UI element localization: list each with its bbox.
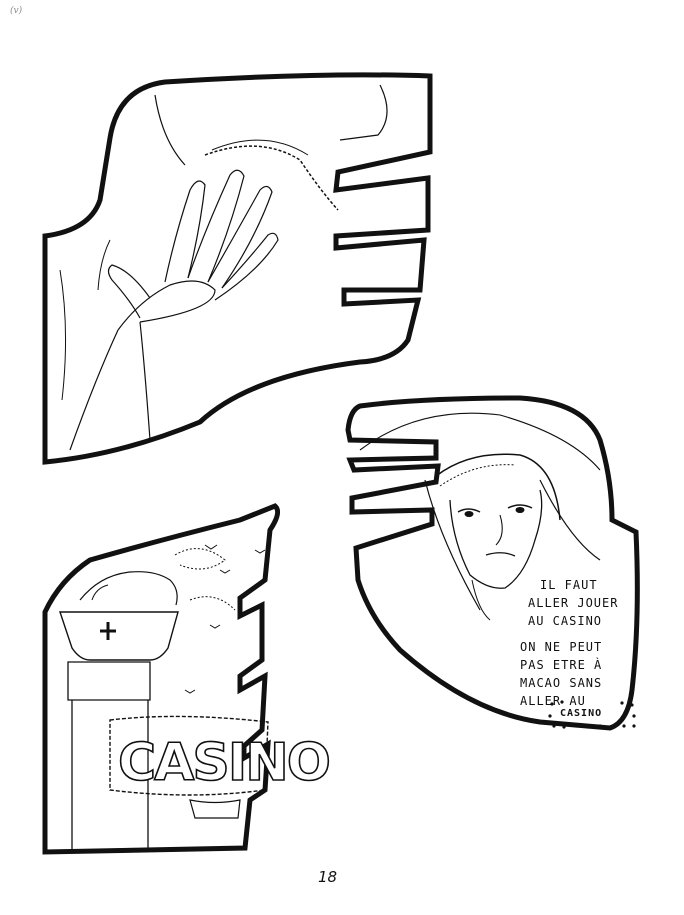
caption-line-3: AU CASINO: [528, 614, 603, 628]
caption-line-4: ON NE PEUT: [520, 640, 603, 654]
panel-top-frame: [42, 72, 433, 465]
casino-sign-text: CASINO: [118, 733, 329, 793]
page-number: 18: [318, 868, 338, 886]
corner-mark: (v): [10, 6, 23, 16]
caption-line-5: PAS ETRE À: [520, 658, 603, 672]
caption-casino-banner: CASINO: [560, 708, 603, 719]
panel-top-hand: [42, 72, 433, 465]
caption-line-2: ALLER JOUER: [528, 596, 619, 610]
caption-line-7: ALLER AU: [520, 694, 586, 708]
banner-dots: [548, 700, 636, 729]
caption-line-6: MACAO SANS: [520, 676, 603, 690]
panel-right-face: [345, 395, 640, 731]
panel-right-frame: [345, 395, 640, 731]
panel-bottom-left-casino: [42, 503, 281, 855]
caption-line-1: IL FAUT: [540, 578, 598, 592]
panel-bottom-left-frame: [42, 503, 281, 855]
